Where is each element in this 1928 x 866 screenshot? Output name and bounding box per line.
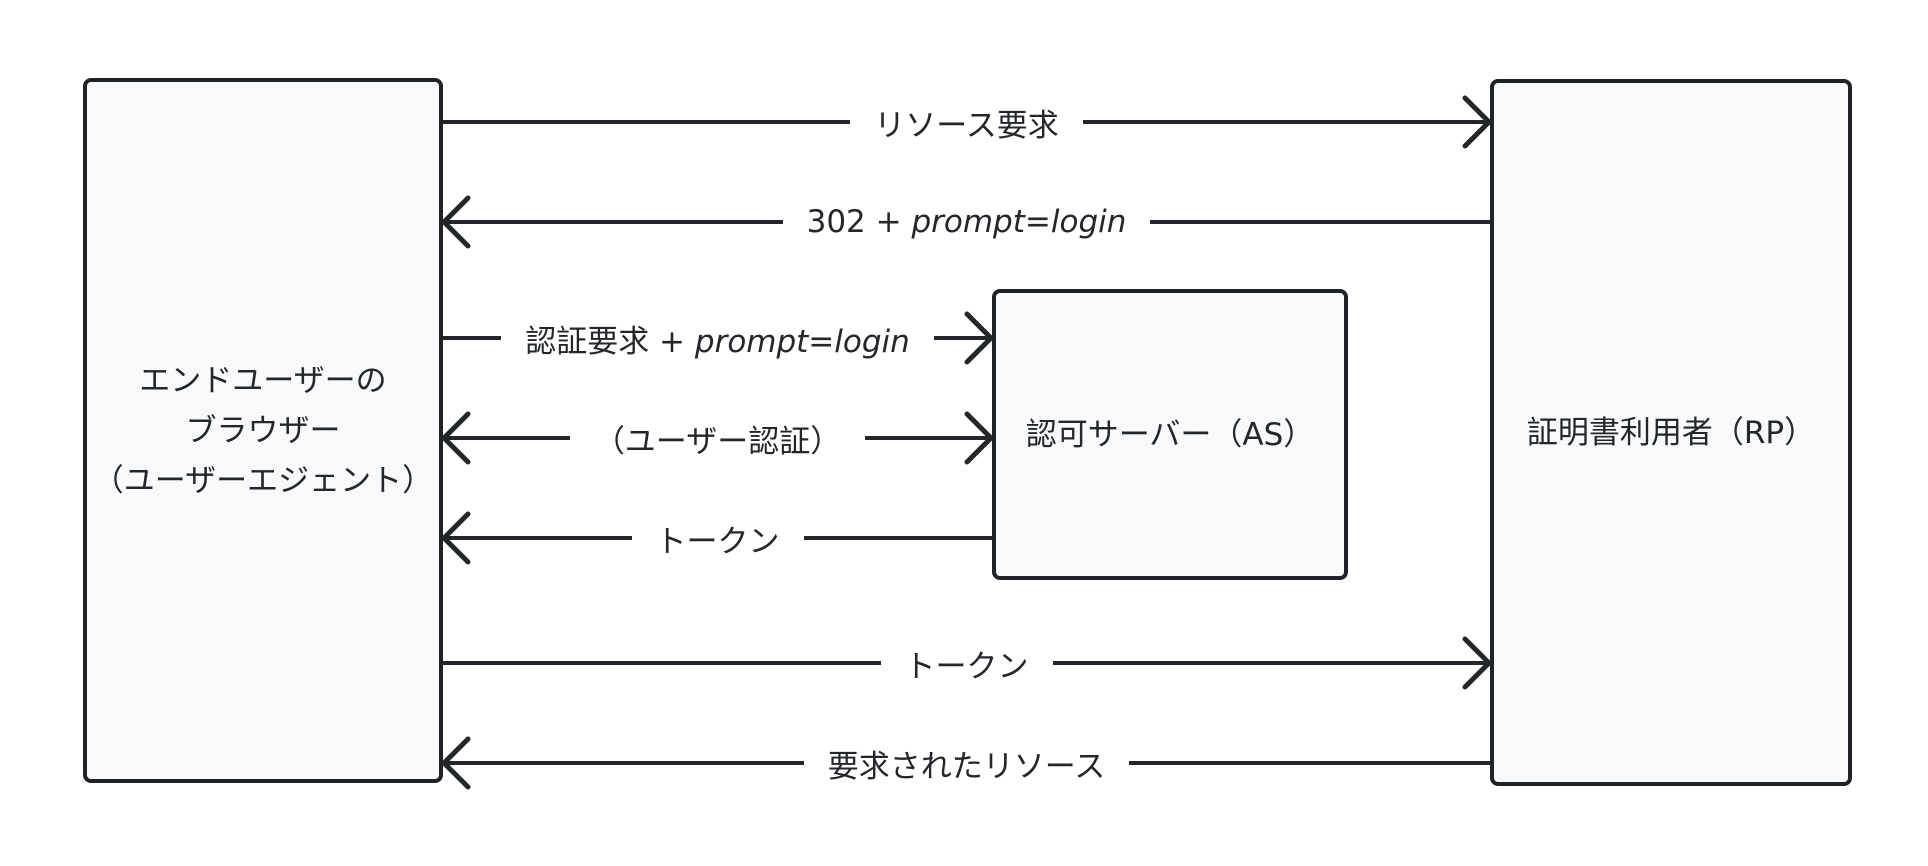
edge-line xyxy=(1129,761,1491,765)
edge-requested-resource: 要求されたリソース xyxy=(441,731,1491,795)
edge-label: トークン xyxy=(655,523,780,560)
node-relying-party: 証明書利用者（RP） xyxy=(1490,79,1852,786)
edge-label-prefix: 認証要求 + xyxy=(525,323,695,360)
edge-user-auth: （ユーザー認証） xyxy=(441,406,994,470)
edge-label: 認証要求 + prompt=login xyxy=(501,316,934,361)
edge-line xyxy=(1052,661,1490,665)
node-label-line: ブラウザー xyxy=(185,412,341,449)
edge-label: リソース要求 xyxy=(874,107,1059,144)
edge-label: トークン xyxy=(904,648,1029,685)
edge-label: 要求されたリソース xyxy=(827,748,1106,785)
edge-line xyxy=(443,536,632,540)
edge-resource-request: リソース要求 xyxy=(443,90,1492,154)
edge-line xyxy=(1082,120,1491,124)
edge-line xyxy=(1150,220,1490,224)
node-end-user-browser: エンドユーザーの ブラウザー （ユーザーエジェント） xyxy=(83,78,443,783)
edge-token-from-as: トークン xyxy=(441,506,992,570)
edge-line xyxy=(865,436,993,440)
edge-line xyxy=(443,220,783,224)
edge-label: 302 + prompt=login xyxy=(783,204,1151,240)
edge-line xyxy=(803,536,992,540)
edge-line xyxy=(443,661,881,665)
node-label-line: （ユーザーエジェント） xyxy=(92,462,434,499)
edge-auth-request: 認証要求 + prompt=login xyxy=(443,306,994,370)
edge-label-italic: prompt=login xyxy=(694,323,910,360)
edge-line xyxy=(933,336,993,340)
edge-label: （ユーザー認証） xyxy=(593,423,842,460)
edge-line xyxy=(443,336,502,340)
edge-redirect-302: 302 + prompt=login xyxy=(441,190,1490,254)
edge-token-to-rp: トークン xyxy=(443,631,1492,695)
node-label: 認可サーバー（AS） xyxy=(1025,416,1315,453)
node-label-line: エンドユーザーの xyxy=(139,362,387,399)
edge-line xyxy=(443,761,804,765)
edge-line xyxy=(443,120,851,124)
edge-line xyxy=(443,436,570,440)
edge-label-prefix: 302 + xyxy=(806,204,912,240)
node-label: 証明書利用者（RP） xyxy=(1526,414,1816,451)
node-authorization-server: 認可サーバー（AS） xyxy=(992,289,1348,580)
edge-label-italic: prompt=login xyxy=(911,204,1127,240)
